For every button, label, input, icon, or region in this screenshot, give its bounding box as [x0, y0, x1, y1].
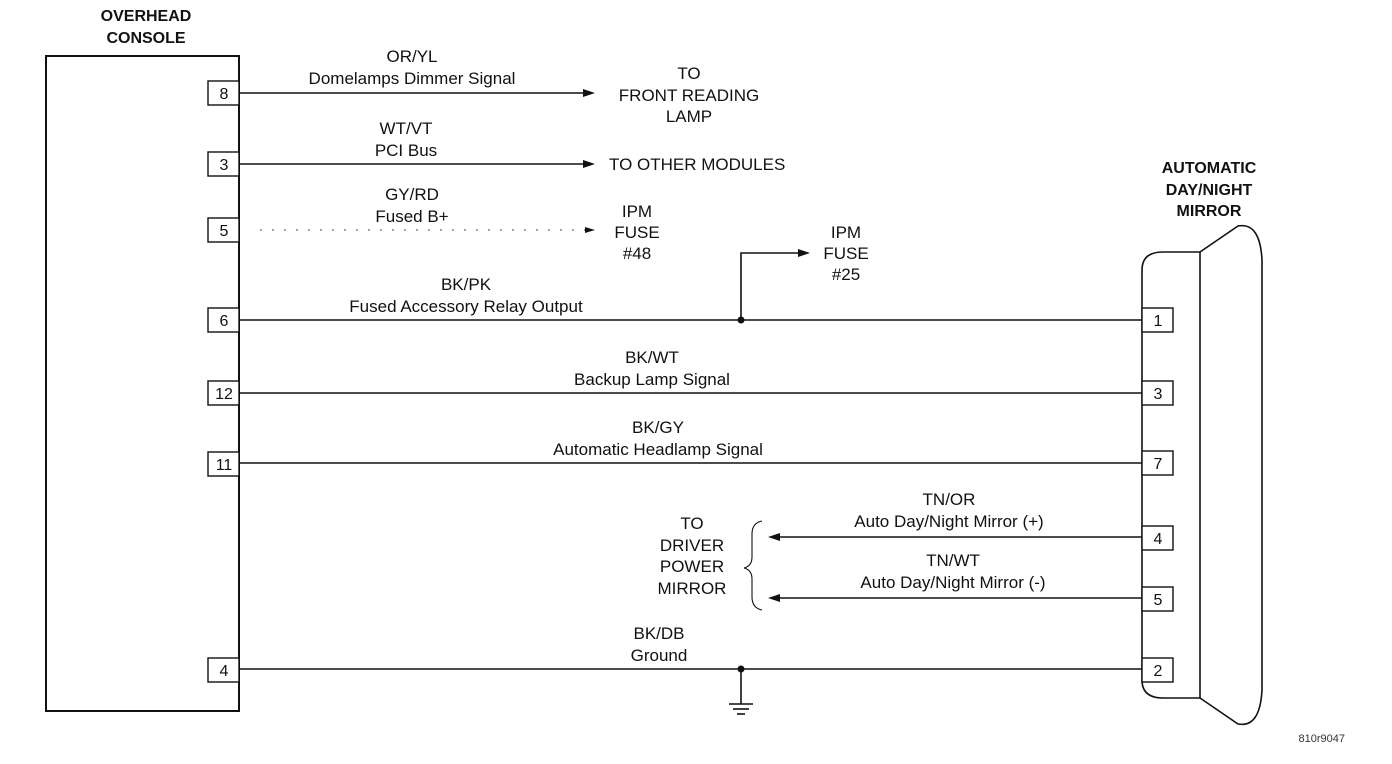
wire-desc-domelamps-dimmer: Domelamps Dimmer Signal [309, 69, 516, 88]
mirror-title-line1: AUTOMATIC [1162, 160, 1257, 177]
mirror-pin-4: 4 [1141, 525, 1174, 551]
wire-desc-fused-b-plus: Fused B+ [375, 207, 448, 226]
mirror-pin-1: 1 [1141, 307, 1174, 333]
console-pin-8-label: 8 [220, 86, 229, 103]
wire-pci-bus [239, 160, 595, 168]
wire-desc-backup-lamp: Backup Lamp Signal [574, 370, 730, 389]
wire-color-bk-wt: BK/WT [625, 348, 679, 367]
console-pin-4: 4 [207, 657, 240, 683]
console-pin-5: 5 [207, 217, 240, 243]
wire-desc-ground: Ground [631, 646, 688, 665]
wire-color-tn-or: TN/OR [923, 490, 976, 509]
arrow-right-icon [583, 160, 595, 168]
arrow-left-icon [768, 594, 780, 602]
brace-icon [743, 520, 763, 611]
dest-front-reading-lamp-line2: FRONT READING [619, 86, 759, 105]
ground-icon [729, 703, 753, 715]
console-pin-4-label: 4 [220, 663, 229, 680]
wire-color-tn-wt: TN/WT [926, 551, 980, 570]
mirror-pin-3-label: 3 [1154, 386, 1163, 403]
console-pin-6-label: 6 [220, 313, 229, 330]
dest-ipm-fuse-25-line2: FUSE [823, 244, 868, 263]
wire-desc-automatic-headlamp: Automatic Headlamp Signal [553, 440, 763, 459]
console-pin-3: 3 [207, 151, 240, 177]
dest-ipm-fuse-25-line3: #25 [832, 265, 860, 284]
overhead-console-title-line1: OVERHEAD [101, 8, 192, 25]
dest-ipm-fuse-48-line2: FUSE [614, 223, 659, 242]
wire-ground [239, 665, 1142, 704]
wire-color-bk-pk: BK/PK [441, 275, 492, 294]
mirror-pin-1-label: 1 [1154, 313, 1163, 330]
wire-fused-accessory-relay [239, 249, 1142, 324]
wire-color-bk-gy: BK/GY [632, 418, 684, 437]
mirror-pin-3: 3 [1141, 380, 1174, 406]
console-pin-5-label: 5 [220, 223, 229, 240]
console-pin-12-label: 12 [215, 386, 233, 403]
dest-front-reading-lamp-line3: LAMP [666, 107, 712, 126]
dest-ipm-fuse-25-line1: IPM [831, 223, 861, 242]
arrow-right-icon [585, 227, 595, 233]
dest-other-modules: TO OTHER MODULES [609, 155, 785, 174]
dest-front-reading-lamp-line1: TO [677, 64, 700, 83]
wire-color-bk-db: BK/DB [633, 624, 684, 643]
wire-fused-b-plus [260, 227, 595, 233]
mirror-pin-2-label: 2 [1154, 663, 1163, 680]
console-pin-12: 12 [207, 380, 240, 406]
console-pin-11-label: 11 [216, 457, 233, 474]
mirror-title-line3: MIRROR [1177, 203, 1242, 220]
arrow-right-icon [583, 89, 595, 97]
mirror-pin-5-label: 5 [1154, 592, 1163, 609]
wire-auto-mirror-minus [768, 594, 1142, 602]
console-pin-6: 6 [207, 307, 240, 333]
mirror-pin-2: 2 [1141, 657, 1174, 683]
wire-desc-auto-mirror-minus: Auto Day/Night Mirror (-) [860, 573, 1045, 592]
overhead-console-box [45, 55, 240, 712]
wire-desc-fused-accessory-relay: Fused Accessory Relay Output [349, 297, 583, 316]
wire-desc-auto-mirror-plus: Auto Day/Night Mirror (+) [854, 512, 1043, 531]
wire-domelamps-dimmer [239, 89, 595, 97]
mirror-pin-7-label: 7 [1154, 456, 1163, 473]
mirror-pin-4-label: 4 [1154, 531, 1163, 548]
figure-number: 810r9047 [1299, 733, 1346, 745]
wire-color-or-yl: OR/YL [386, 47, 437, 66]
arrow-right-icon [798, 249, 810, 257]
wire-auto-mirror-plus [768, 533, 1142, 541]
dest-driver-power-mirror-line2: DRIVER [660, 536, 724, 555]
console-pin-8: 8 [207, 80, 240, 106]
mirror-pin-5: 5 [1141, 586, 1174, 612]
wire-color-wt-vt: WT/VT [380, 119, 433, 138]
mirror-pin-7: 7 [1141, 450, 1174, 476]
dest-ipm-fuse-48-line3: #48 [623, 244, 651, 263]
dest-driver-power-mirror-line4: MIRROR [658, 579, 727, 598]
arrow-left-icon [768, 533, 780, 541]
wire-desc-pci-bus: PCI Bus [375, 141, 437, 160]
wire-color-gy-rd: GY/RD [385, 185, 439, 204]
dest-ipm-fuse-48-line1: IPM [622, 202, 652, 221]
overhead-console-title-line2: CONSOLE [106, 30, 185, 47]
console-pin-3-label: 3 [220, 157, 229, 174]
console-pin-11: 11 [207, 451, 240, 477]
dest-driver-power-mirror-line1: TO [680, 514, 703, 533]
dest-driver-power-mirror-line3: POWER [660, 557, 724, 576]
mirror-title-line2: DAY/NIGHT [1166, 182, 1253, 199]
